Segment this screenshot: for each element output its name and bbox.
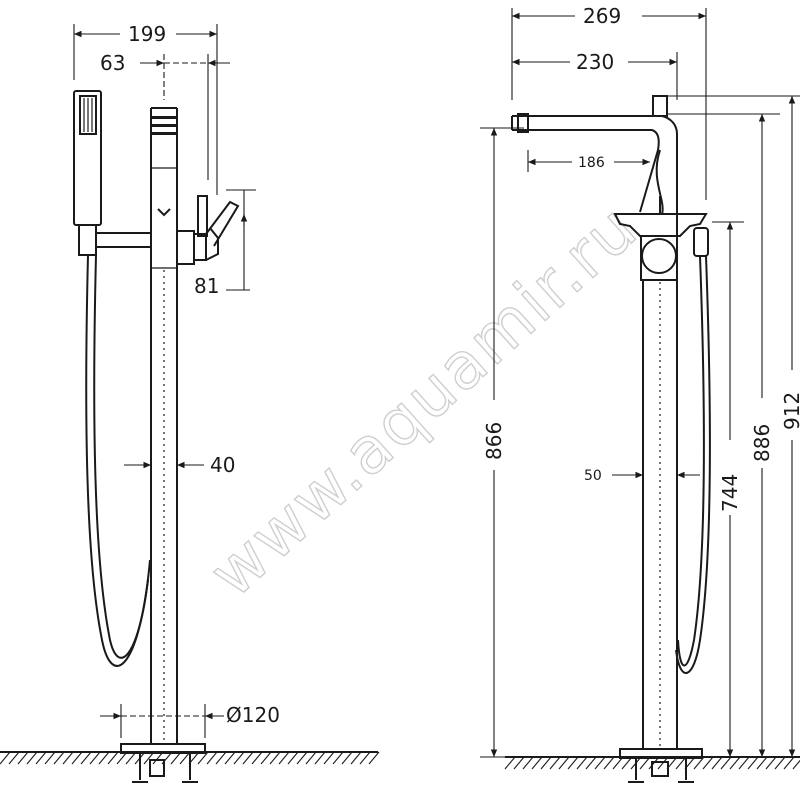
dim-total-height: 912 bbox=[668, 95, 800, 757]
svg-text:866: 866 bbox=[482, 422, 506, 460]
svg-text:230: 230 bbox=[576, 50, 614, 74]
svg-text:886: 886 bbox=[750, 424, 774, 462]
hand-shower-left bbox=[73, 90, 102, 256]
riser-pipe-left bbox=[150, 107, 178, 744]
dim-spout-height: 866 bbox=[480, 127, 524, 758]
base-plate-right bbox=[619, 748, 703, 759]
svg-text:81: 81 bbox=[194, 274, 219, 298]
floor-fixings-right bbox=[628, 758, 694, 783]
dim-base-diameter: Ø120 bbox=[100, 703, 280, 738]
dim-overall-width: 199 bbox=[73, 22, 218, 195]
svg-text:40: 40 bbox=[210, 453, 235, 477]
spout-right bbox=[511, 95, 678, 280]
floor-fixings-left bbox=[132, 753, 198, 783]
riser-pipe-right bbox=[642, 280, 678, 749]
svg-text:Ø120: Ø120 bbox=[226, 703, 280, 727]
svg-text:63: 63 bbox=[100, 51, 125, 75]
front-view: 269 230 186 50 866 bbox=[480, 4, 800, 783]
mixer-cross-handle bbox=[613, 196, 708, 281]
hand-shower-right bbox=[675, 227, 711, 674]
dim-pipe-diameter: 40 bbox=[124, 453, 235, 477]
mixer-lever-left bbox=[176, 195, 240, 265]
dim-handle-height: 744 bbox=[712, 221, 744, 757]
side-view: 199 63 81 40 bbox=[0, 22, 380, 783]
svg-text:199: 199 bbox=[128, 22, 166, 46]
dim-pipe-width: 50 bbox=[584, 468, 700, 484]
dim-overall-depth: 269 bbox=[511, 4, 707, 200]
holder-arm bbox=[96, 232, 151, 248]
svg-text:50: 50 bbox=[584, 468, 602, 484]
dim-body-height: 886 bbox=[668, 113, 780, 757]
dim-handle: 81 bbox=[194, 189, 256, 298]
svg-text:744: 744 bbox=[718, 474, 742, 512]
dim-spout-reach: 230 bbox=[512, 50, 678, 100]
base-plate-left bbox=[120, 743, 206, 754]
watermark: www.aquamir.ru bbox=[196, 191, 652, 612]
svg-text:186: 186 bbox=[578, 155, 605, 171]
dim-spout-offset: 63 bbox=[100, 51, 230, 180]
dim-spout-inner: 186 bbox=[527, 150, 650, 172]
svg-text:269: 269 bbox=[583, 4, 621, 28]
svg-text:912: 912 bbox=[780, 392, 800, 430]
